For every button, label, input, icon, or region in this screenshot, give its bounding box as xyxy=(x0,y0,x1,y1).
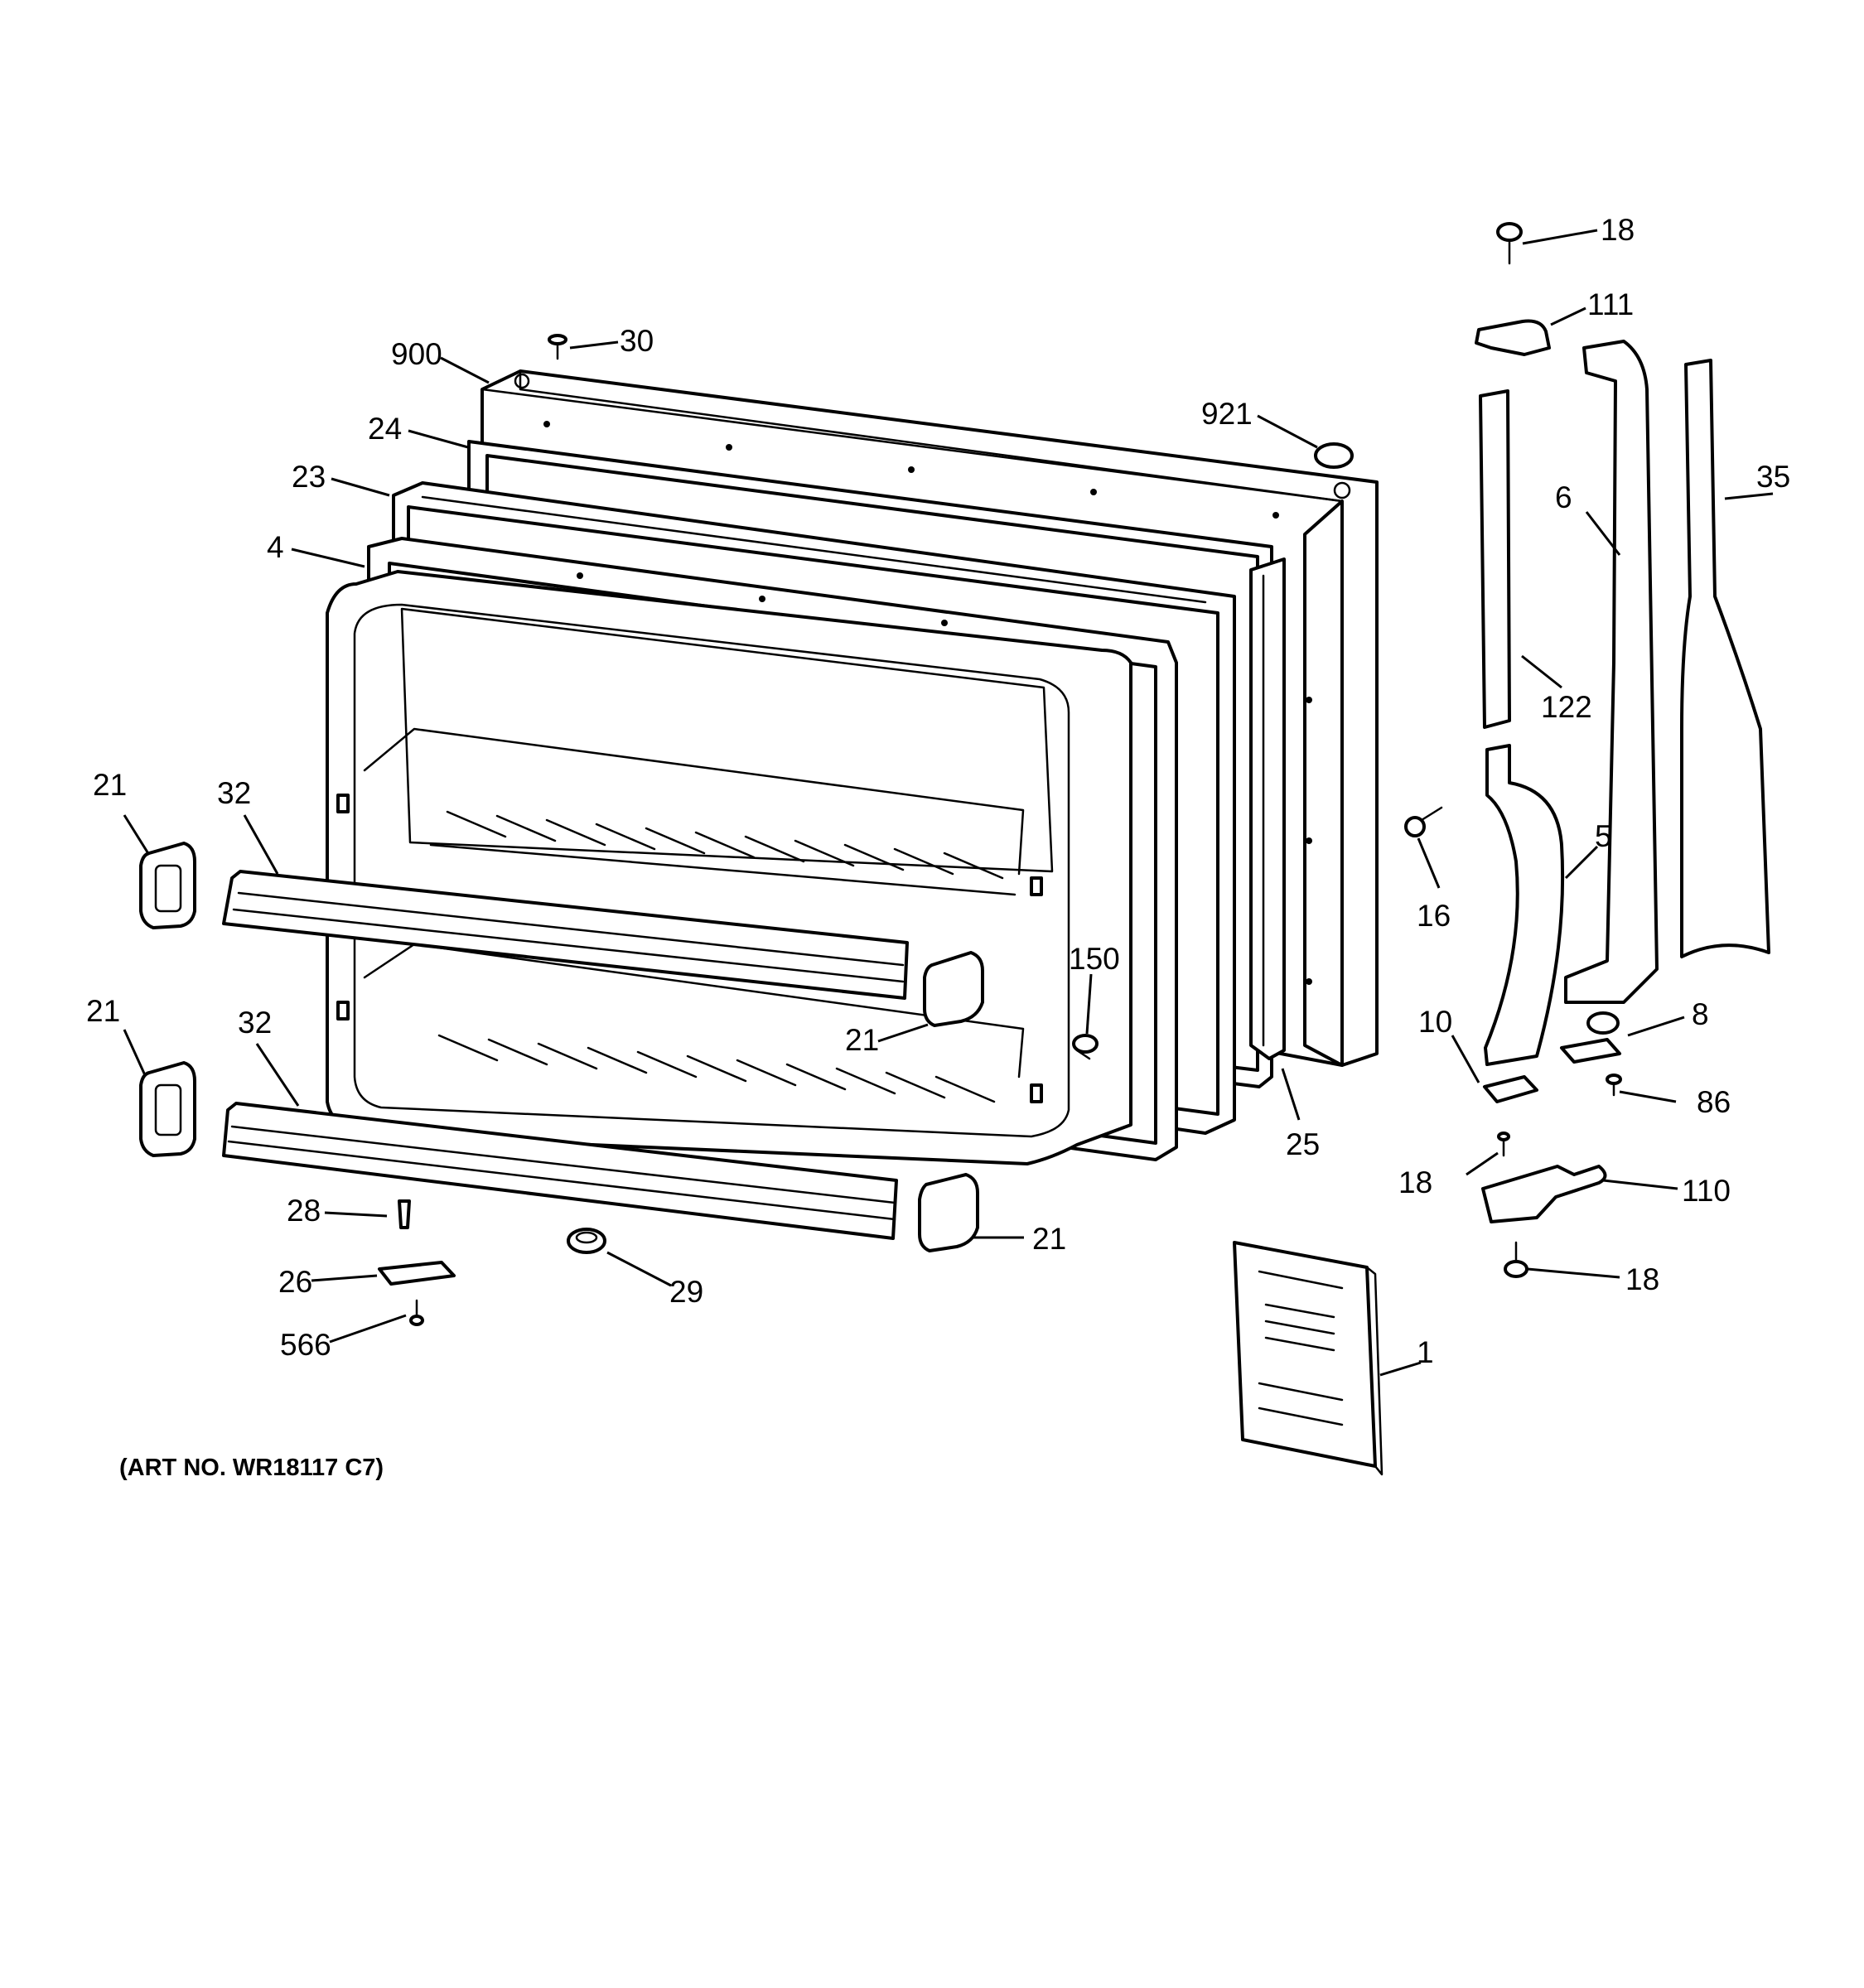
bracket-10 xyxy=(1483,1075,1538,1103)
handle-5 xyxy=(1484,744,1565,1066)
callout-28: 28 xyxy=(287,1194,321,1228)
callout-122: 122 xyxy=(1541,690,1592,724)
hinge-bracket-122 xyxy=(1479,389,1511,729)
screw-16 xyxy=(1404,806,1443,837)
screw-86 xyxy=(1606,1074,1622,1097)
callout-18-mid: 18 xyxy=(1398,1165,1432,1199)
callout-6: 6 xyxy=(1555,480,1572,514)
callout-150: 150 xyxy=(1069,942,1120,976)
art-number-note: (ART NO. WR18117 C7) xyxy=(119,1455,384,1481)
plug-921 xyxy=(1314,442,1354,469)
callout-21-b: 21 xyxy=(86,994,120,1028)
callout-86: 86 xyxy=(1697,1085,1731,1119)
shelf-end-cap xyxy=(923,951,984,1027)
shelf-end-cap xyxy=(139,842,196,929)
callout-24: 24 xyxy=(368,412,402,446)
shelf-end-cap xyxy=(918,1173,979,1252)
door-shelf-bar-upper xyxy=(222,870,909,1000)
side-gasket-strip xyxy=(1249,557,1286,1060)
callout-35: 35 xyxy=(1756,460,1790,494)
callout-900: 900 xyxy=(391,337,442,371)
callout-111: 111 xyxy=(1587,287,1634,321)
callout-labels: 900 30 24 23 4 921 18 111 35 6 122 5 16 … xyxy=(86,213,1790,1369)
callout-26: 26 xyxy=(278,1265,312,1299)
owners-manual xyxy=(1233,1241,1384,1476)
plate-26 xyxy=(378,1261,456,1286)
shelf-ribs-lower xyxy=(437,1034,996,1103)
callout-25: 25 xyxy=(1286,1127,1320,1161)
leader-lines xyxy=(123,229,1774,1377)
callout-32-a: 32 xyxy=(217,776,251,810)
handle-trim-6 xyxy=(1564,340,1659,1004)
handle-strip-35 xyxy=(1680,359,1770,958)
grommet-29 xyxy=(567,1228,606,1254)
callout-21-a: 21 xyxy=(93,768,127,802)
screw-28 xyxy=(398,1199,411,1229)
screw-18-bottom xyxy=(1504,1241,1528,1278)
callout-8: 8 xyxy=(1692,997,1709,1031)
screw-150 xyxy=(1072,1034,1099,1060)
callout-10: 10 xyxy=(1418,1005,1452,1039)
bracket-8 xyxy=(1560,1011,1621,1064)
callout-18-bottom: 18 xyxy=(1625,1262,1659,1296)
shelf-end-cap xyxy=(139,1061,196,1157)
hinge-cap-111 xyxy=(1475,319,1551,356)
hinge-110 xyxy=(1481,1165,1607,1223)
screw-18-top xyxy=(1496,222,1523,265)
callout-30: 30 xyxy=(620,324,654,358)
callout-29: 29 xyxy=(669,1275,703,1309)
callout-110: 110 xyxy=(1682,1174,1731,1208)
screw-18-mid xyxy=(1497,1132,1510,1157)
callout-21-d: 21 xyxy=(1032,1222,1066,1256)
callout-16: 16 xyxy=(1417,899,1451,933)
door-shelf-bar-lower xyxy=(222,1102,898,1240)
callout-23: 23 xyxy=(292,460,326,494)
callout-4: 4 xyxy=(267,530,284,564)
callout-921: 921 xyxy=(1201,397,1253,431)
callout-32-b: 32 xyxy=(238,1006,272,1040)
shelf-ribs-upper xyxy=(446,810,1004,880)
callout-21-c: 21 xyxy=(845,1023,879,1057)
callout-566: 566 xyxy=(280,1328,331,1362)
screw-30 xyxy=(548,334,567,360)
screw-566 xyxy=(409,1299,424,1326)
callout-18-top: 18 xyxy=(1601,213,1635,247)
callout-5: 5 xyxy=(1595,819,1612,853)
door-inner-liner xyxy=(326,570,1132,1165)
callout-1: 1 xyxy=(1417,1335,1434,1369)
